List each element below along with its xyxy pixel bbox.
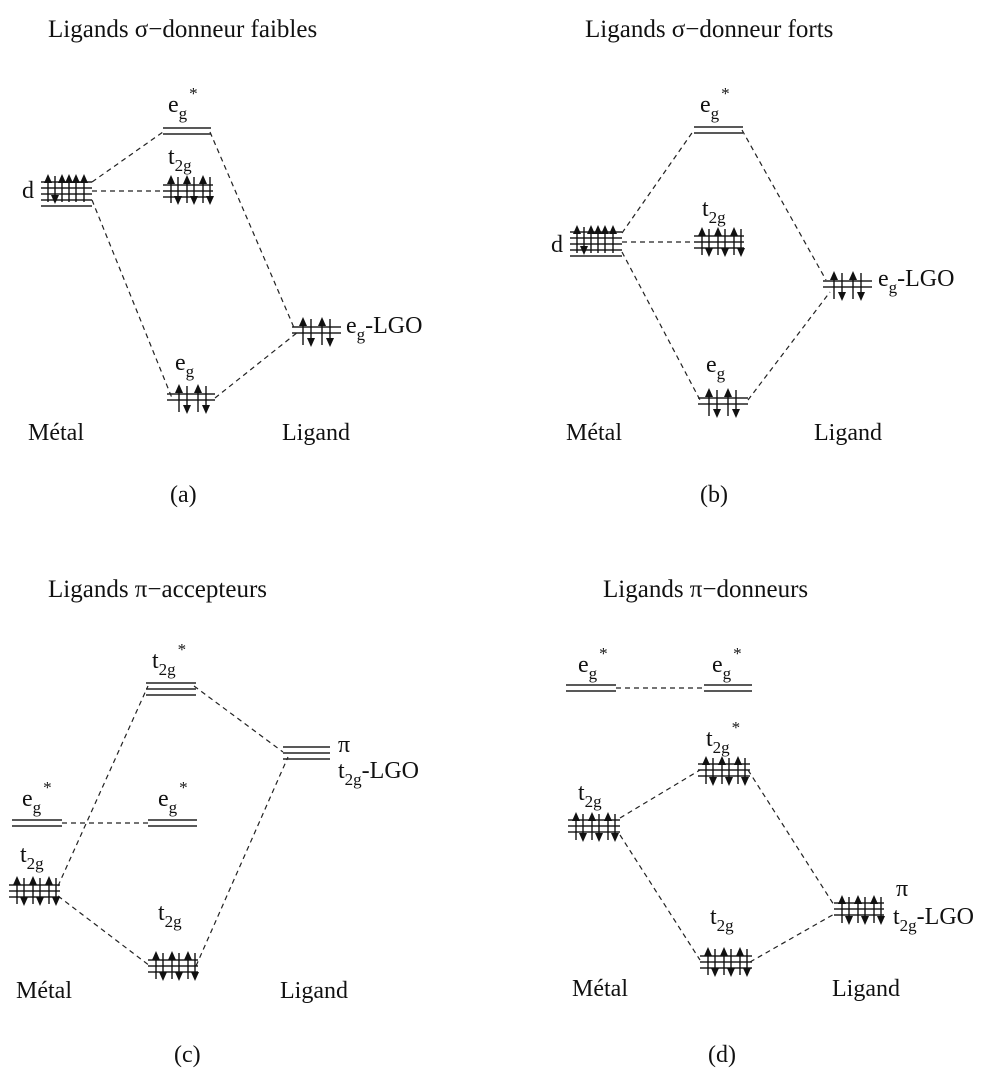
d-t2g-metal-level <box>568 811 620 843</box>
d-eg-star-right-label: eg* <box>712 644 742 683</box>
d-t2g-bond-level <box>700 946 752 978</box>
b-eg-level <box>698 387 748 419</box>
c-t2g-bond-label: t2g <box>158 900 182 931</box>
d-pi-label: π <box>896 876 908 902</box>
a-eg-label: eg <box>175 350 195 381</box>
d-t2g-bond-label: t2g <box>710 904 734 935</box>
c-t2g-metal-label: t2g <box>20 842 44 873</box>
b-lgo-label: eg-LGO <box>878 266 954 297</box>
b-lgo-level <box>823 270 872 302</box>
d-lgo-level <box>834 894 886 926</box>
c-caption: (c) <box>174 1042 201 1068</box>
panel-b-title: Ligands σ−donneur forts <box>585 16 833 43</box>
b-eg-label: eg <box>706 352 726 383</box>
a-caption: (a) <box>170 482 197 508</box>
panel-d: Ligands π−donneurs eg* eg* t2g* t2g <box>566 576 974 1068</box>
c-metal-label: Métal <box>16 978 72 1004</box>
a-metal-label: Métal <box>28 420 84 446</box>
c-lgo-level <box>283 746 330 760</box>
a-d-label: d <box>22 178 34 204</box>
b-eg-star-label: eg* <box>700 84 730 123</box>
d-eg-star-left-level <box>566 684 616 692</box>
d-caption: (d) <box>708 1042 736 1068</box>
b-t2g-label: t2g <box>702 196 726 227</box>
d-metal-label: Métal <box>572 976 628 1002</box>
d-t2g-star-label: t2g* <box>706 718 740 757</box>
a-ligand-label: Ligand <box>282 420 350 446</box>
d-lgo-label: t2g-LGO <box>893 904 974 935</box>
a-lgo-level <box>292 316 341 348</box>
c-eg-star-left-label: eg* <box>22 778 52 817</box>
b-d-level <box>570 224 622 257</box>
b-eg-star-level <box>694 126 743 134</box>
b-caption: (b) <box>700 482 728 508</box>
panel-c: Ligands π−accepteurs t2g* π t2g-LGO eg* <box>9 576 419 1068</box>
c-t2g-bond-level <box>148 950 200 982</box>
c-t2g-star-level <box>146 682 196 696</box>
d-t2g-metal-label: t2g <box>578 780 602 811</box>
d-eg-star-left-label: eg* <box>578 644 608 683</box>
panel-b: Ligands σ−donneur forts eg* t2g d <box>551 16 954 508</box>
d-eg-star-right-level <box>704 684 752 692</box>
c-ligand-label: Ligand <box>280 978 348 1004</box>
d-t2g-star-level <box>698 755 750 787</box>
c-t2g-metal-level <box>9 875 61 907</box>
b-metal-label: Métal <box>566 420 622 446</box>
a-eg-star-level <box>163 127 211 135</box>
b-d-label: d <box>551 232 563 258</box>
c-pi-label: π <box>338 732 350 758</box>
c-t2g-star-label: t2g* <box>152 640 186 679</box>
c-lgo-label: t2g-LGO <box>338 758 419 789</box>
a-eg-level <box>167 383 215 415</box>
panel-a-title: Ligands σ−donneur faibles <box>48 16 317 43</box>
panel-c-title: Ligands π−accepteurs <box>48 576 267 603</box>
a-t2g-level <box>163 174 215 206</box>
panel-a: Ligands σ−donneur faibles eg* t2g d <box>22 16 422 508</box>
a-d-level <box>41 173 92 207</box>
a-lgo-label: eg-LGO <box>346 313 422 344</box>
b-ligand-label: Ligand <box>814 420 882 446</box>
a-t2g-label: t2g <box>168 144 192 175</box>
a-eg-star-label: eg* <box>168 84 198 123</box>
c-eg-star-left-level <box>12 819 62 827</box>
b-t2g-level <box>694 226 746 258</box>
c-eg-star-mid-label: eg* <box>158 778 188 817</box>
d-ligand-label: Ligand <box>832 976 900 1002</box>
c-eg-star-mid-level <box>148 819 197 827</box>
panel-d-title: Ligands π−donneurs <box>603 576 808 603</box>
